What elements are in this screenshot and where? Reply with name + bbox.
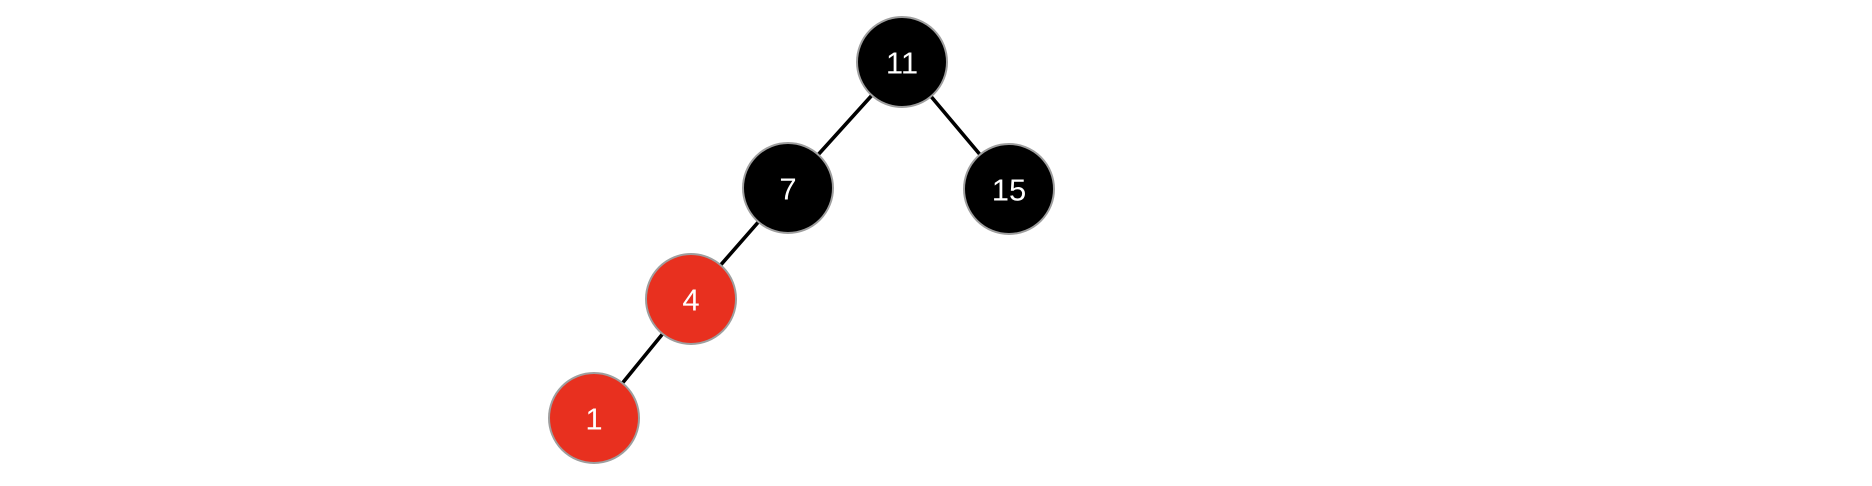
edge-layer (619, 92, 984, 387)
tree-node-4[interactable]: 4 (645, 253, 737, 345)
node-circle-1[interactable] (548, 372, 640, 464)
tree-edge-n4-n1 (619, 330, 666, 387)
tree-node-1[interactable]: 1 (548, 372, 640, 464)
tree-node-11[interactable]: 11 (856, 16, 948, 108)
node-circle-7[interactable] (742, 142, 834, 234)
node-layer: 117 15 41 (548, 16, 1055, 464)
tree-edge-n7-n4 (717, 218, 762, 269)
tree-node-15[interactable]: 15 (963, 143, 1055, 235)
tree-edge-n11-n7 (815, 92, 875, 158)
node-circle-15[interactable] (963, 143, 1055, 235)
node-circle-4[interactable] (645, 253, 737, 345)
tree-node-7[interactable]: 7 (742, 142, 834, 234)
tree-edge-n11-n15 (927, 93, 984, 158)
node-circle-11[interactable] (856, 16, 948, 108)
